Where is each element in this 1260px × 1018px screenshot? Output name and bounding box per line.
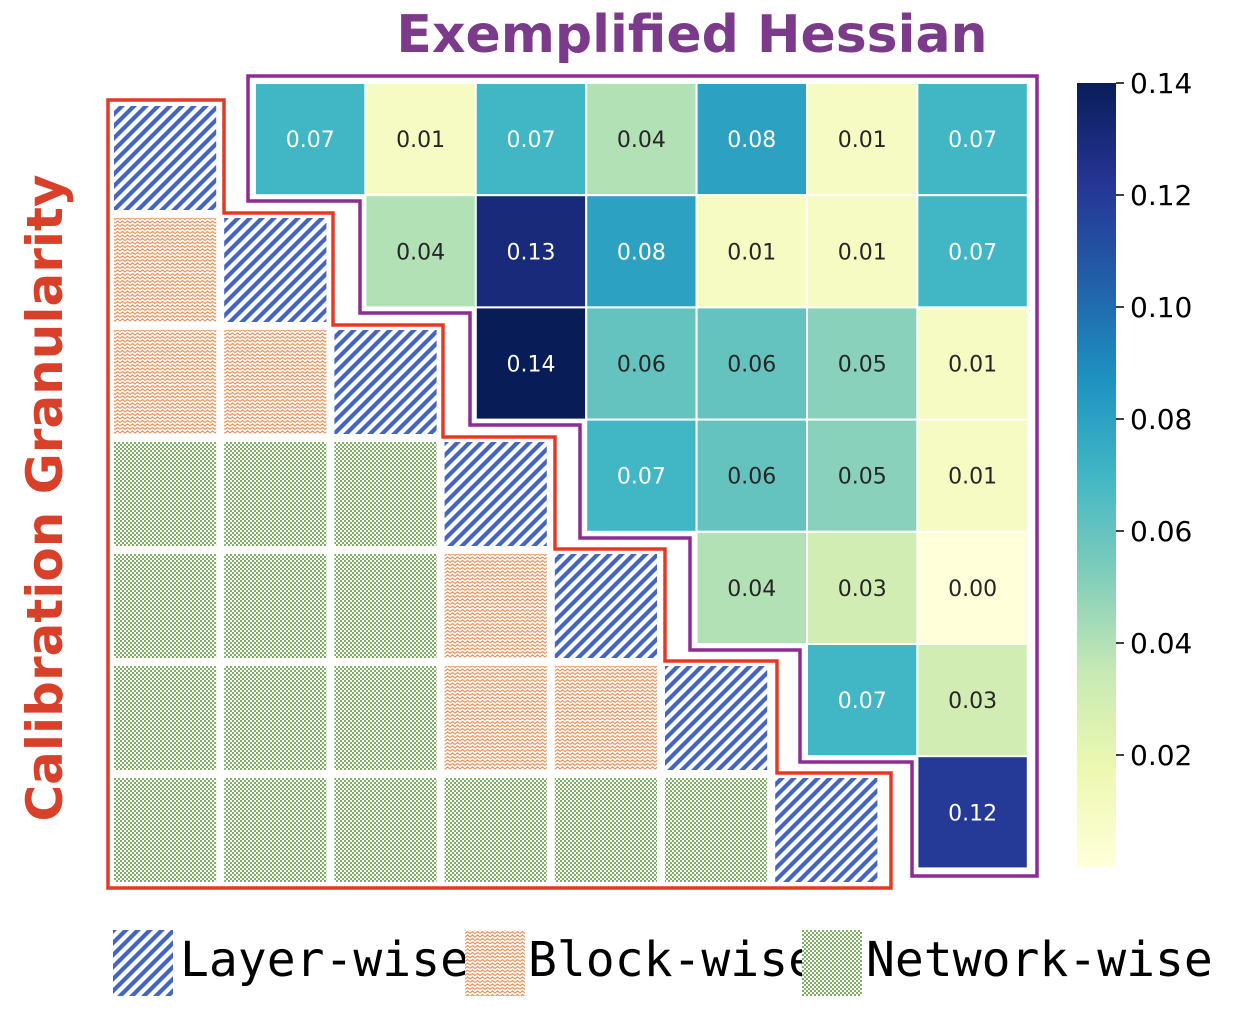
granularity-cell-network xyxy=(334,442,437,546)
heatmap-cell-label: 0.14 xyxy=(507,353,556,378)
legend: Layer-wise Block-wise Network-wise xyxy=(113,930,1213,996)
legend-item-block: Block-wise xyxy=(465,930,817,996)
heatmap-cell-label: 0.12 xyxy=(948,801,997,826)
heatmap-cell xyxy=(806,194,919,309)
heatmap-cell xyxy=(916,755,1029,870)
granularity-cell-network xyxy=(224,666,327,770)
heatmap-cell-label: 0.05 xyxy=(838,465,887,490)
heatmap-cell-label: 0.04 xyxy=(396,240,445,265)
heatmap-cell-label: 0.06 xyxy=(727,353,776,378)
legend-label-network: Network-wise xyxy=(866,932,1213,988)
heatmap-cell-label: 0.07 xyxy=(617,465,666,490)
heatmap-cell-label: 0.03 xyxy=(838,577,887,602)
heatmap-cell xyxy=(695,82,808,197)
heatmap-cell-label: 0.07 xyxy=(948,240,997,265)
heatmap-cell-label: 0.07 xyxy=(507,128,556,153)
heatmap-cell-label: 0.08 xyxy=(727,128,776,153)
colorbar-tick-label: 0.04 xyxy=(1130,627,1192,660)
heatmap-cell xyxy=(806,82,919,197)
granularity-cell-block xyxy=(114,330,217,434)
heatmap-cell-label: 0.07 xyxy=(286,128,335,153)
granularity-cells xyxy=(114,106,878,882)
granularity-cell-network xyxy=(224,778,327,882)
heatmap-cell xyxy=(585,194,698,309)
granularity-cell-network xyxy=(114,778,217,882)
granularity-cell-block xyxy=(114,218,217,322)
heatmap-cell xyxy=(916,530,1029,645)
granularity-cell-layer xyxy=(665,666,768,770)
granularity-cell-block xyxy=(444,554,547,658)
heatmap-cell xyxy=(585,418,698,533)
colorbar-tick-label: 0.08 xyxy=(1130,403,1192,436)
heatmap-cell-label: 0.01 xyxy=(727,240,776,265)
granularity-cell-network xyxy=(334,666,437,770)
legend-label-layer: Layer-wise xyxy=(180,932,469,988)
granularity-cell-block xyxy=(224,330,327,434)
legend-item-network: Network-wise xyxy=(802,930,1213,996)
granularity-cell-block xyxy=(554,666,657,770)
heatmap-cell-label: 0.07 xyxy=(838,689,887,714)
granularity-cell-network xyxy=(114,554,217,658)
granularity-cell-network xyxy=(334,778,437,882)
heatmap-cell-label: 0.01 xyxy=(948,353,997,378)
granularity-outline xyxy=(106,98,893,890)
heatmap-cell-label: 0.05 xyxy=(838,353,887,378)
granularity-cell-layer xyxy=(224,218,327,322)
granularity-cell-layer xyxy=(775,778,878,882)
granularity-cell-layer xyxy=(334,330,437,434)
granularity-cell-network xyxy=(444,778,547,882)
granularity-cell-network xyxy=(665,778,768,882)
hessian-outline xyxy=(246,74,1039,878)
granularity-cell-layer xyxy=(114,106,217,210)
colorbar-tick-label: 0.06 xyxy=(1130,515,1192,548)
heatmap-cell-label: 0.04 xyxy=(617,128,666,153)
granularity-cell-network xyxy=(224,554,327,658)
heatmap-cell xyxy=(916,643,1029,758)
heatmap-cell-label: 0.06 xyxy=(727,465,776,490)
heatmap-cell-label: 0.01 xyxy=(948,465,997,490)
colorbar-tick-label: 0.10 xyxy=(1130,291,1192,324)
heatmap-cell-label: 0.07 xyxy=(948,128,997,153)
heatmap-cell xyxy=(695,530,808,645)
legend-swatch-block xyxy=(465,930,525,996)
heatmap-cell-label: 0.08 xyxy=(617,240,666,265)
hessian-cells: 0.07 0.01 0.07 0.04 0.08 0.01 0.07 0.04 0.13 0.08… xyxy=(254,82,1029,870)
granularity-cell-network xyxy=(334,554,437,658)
heatmap-cell xyxy=(364,194,477,309)
y-axis-label: Calibration Granularity xyxy=(16,174,74,821)
colorbar xyxy=(1077,83,1116,867)
figure-title: Exemplified Hessian xyxy=(396,5,987,65)
legend-swatch-network xyxy=(802,930,862,996)
heatmap-cell xyxy=(916,306,1029,421)
heatmap-cell-label: 0.03 xyxy=(948,689,997,714)
granularity-cell-network xyxy=(114,666,217,770)
colorbar-tick-label: 0.02 xyxy=(1130,739,1192,772)
granularity-cell-block xyxy=(444,666,547,770)
colorbar-ticks: 0.02 0.04 0.06 0.08 0.10 0.12 0.14 xyxy=(1116,67,1192,772)
legend-item-layer: Layer-wise xyxy=(113,930,469,996)
heatmap-cell xyxy=(916,82,1029,197)
heatmap-cell-label: 0.01 xyxy=(838,128,887,153)
heatmap-cell-label: 0.00 xyxy=(948,577,997,602)
heatmap-cell xyxy=(474,306,588,421)
heatmap-cell-label: 0.04 xyxy=(727,577,776,602)
granularity-cell-network xyxy=(224,442,327,546)
granularity-cell-network xyxy=(554,778,657,882)
heatmap-cell-label: 0.01 xyxy=(396,128,445,153)
heatmap-cell-label: 0.01 xyxy=(838,240,887,265)
heatmap-cell xyxy=(806,643,919,758)
heatmap-cell-label: 0.06 xyxy=(617,353,666,378)
heatmap-cell xyxy=(916,194,1029,309)
granularity-cell-network xyxy=(114,442,217,546)
colorbar-tick-label: 0.14 xyxy=(1130,67,1192,100)
legend-label-block: Block-wise xyxy=(528,932,817,988)
granularity-cell-layer xyxy=(444,442,547,546)
granularity-cell-layer xyxy=(554,554,657,658)
heatmap-cell xyxy=(695,418,808,533)
legend-swatch-layer xyxy=(113,930,173,996)
colorbar-tick-label: 0.12 xyxy=(1130,179,1192,212)
heatmap-cell-label: 0.13 xyxy=(507,240,556,265)
